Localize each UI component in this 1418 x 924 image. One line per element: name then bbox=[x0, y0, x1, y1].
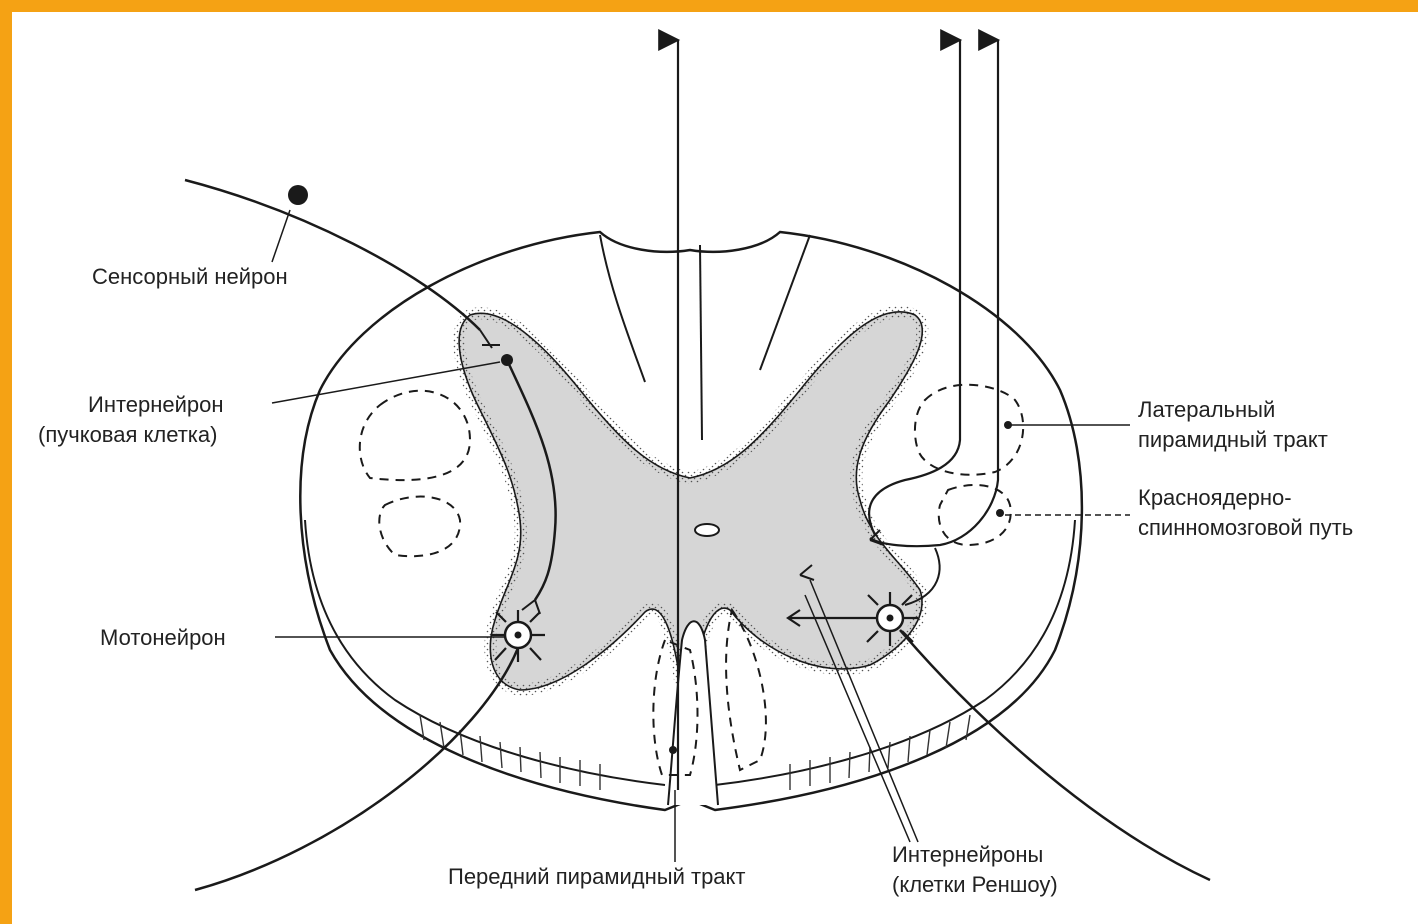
label-anterior-tract: Передний пирамидный тракт bbox=[448, 864, 746, 889]
label-lateral-tract-line2: пирамидный тракт bbox=[1138, 427, 1328, 452]
central-canal bbox=[695, 524, 719, 536]
label-sensory-neuron: Сенсорный нейрон bbox=[92, 264, 288, 289]
label-renshaw-line2: (клетки Реншоу) bbox=[892, 872, 1058, 897]
label-rubrospinal-line2: спинномозговой путь bbox=[1138, 515, 1353, 540]
label-renshaw-line1: Интернейроны bbox=[892, 842, 1043, 867]
label-interneuron-line2: (пучковая клетка) bbox=[38, 422, 217, 447]
label-motoneuron: Мотонейрон bbox=[100, 625, 226, 650]
label-lateral-tract-line1: Латеральный bbox=[1138, 397, 1275, 422]
label-interneuron-line1: Интернейрон bbox=[88, 392, 224, 417]
label-rubrospinal-line1: Красноядерно- bbox=[1138, 485, 1292, 510]
sensory-neuron-body bbox=[288, 185, 308, 205]
